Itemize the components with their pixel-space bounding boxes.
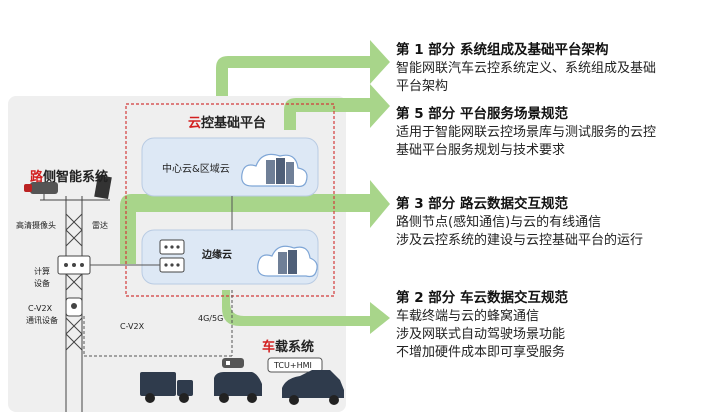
part-2-line-3: 不增加硬件成本即可享受服务 <box>396 345 566 360</box>
part-3-line-1: 路侧节点(感知通信)与云的有线通信 <box>396 215 602 230</box>
part-3-title: 第 3 部分 路云数据交互规范 <box>396 196 568 212</box>
van-icon <box>214 372 262 403</box>
platform-title-rest: 控基础平台 <box>201 116 267 131</box>
part-5-title: 第 5 部分 平台服务场景规范 <box>396 106 568 122</box>
tcu-icon <box>222 358 244 368</box>
compute-label-1: 计算 <box>34 267 50 276</box>
tcu-label-box <box>267 357 323 373</box>
compute-label-2: 设备 <box>34 279 50 288</box>
part-3-block: 第 3 部分 路云数据交互规范 路侧节点(感知通信)与云的有线通信 涉及云控系统… <box>396 192 643 250</box>
part-2-title: 第 2 部分 车云数据交互规范 <box>396 290 568 306</box>
part-1-line-1: 智能网联汽车云控系统定义、系统组成及基础 <box>396 61 657 76</box>
part-2-block: 第 2 部分 车云数据交互规范 车载终端与云的蜂窝通信 涉及网联式自动驾驶场景功… <box>396 286 568 362</box>
part-2-line-1: 车载终端与云的蜂窝通信 <box>396 309 540 324</box>
roadside-title-rest: 侧智能系统 <box>43 170 109 185</box>
tcu-label: TCU+HMI <box>274 361 312 370</box>
part-5-block: 第 5 部分 平台服务场景规范 适用于智能网联云控场景库与测试服务的云控 基础平… <box>396 102 656 160</box>
part-2-line-2: 涉及网联式自动驾驶场景功能 <box>396 327 566 342</box>
camera-icon <box>24 182 58 200</box>
arrow-part-5 <box>284 84 390 130</box>
edge-device-icon <box>159 239 185 273</box>
link-4g5g-label: 4G/5G <box>198 314 224 323</box>
arrow-part-3 <box>120 180 390 264</box>
platform-title-prefix: 云 <box>188 116 202 131</box>
cv2x-device-icon <box>65 297 83 317</box>
edge-cloud-icon <box>257 245 318 278</box>
radar-label: 雷达 <box>92 221 108 230</box>
roadside-title: 路侧智能系统 <box>30 166 108 185</box>
part-3-line-2: 涉及云控系统的建设与云控基础平台的运行 <box>396 233 644 248</box>
cv2x-link-label: C-V2X <box>120 322 145 331</box>
green-arrows <box>120 40 390 334</box>
radar-icon <box>94 174 112 200</box>
truck-icon <box>140 372 193 403</box>
camera-label: 高清摄像头 <box>16 221 56 230</box>
edge-cloud-label: 边缘云 <box>202 250 232 261</box>
car-icon <box>282 370 344 405</box>
part-5-line-2: 基础平台服务规划与技术要求 <box>396 143 566 158</box>
part-5-line-1: 适用于智能网联云控场景库与测试服务的云控 <box>396 125 657 140</box>
central-cloud-label: 中心云&区域云 <box>162 164 230 175</box>
central-cloud-icon <box>241 153 308 188</box>
comm-label-2: 通讯设备 <box>26 316 58 325</box>
cv2x-link <box>83 316 232 357</box>
part-1-line-2: 平台架构 <box>396 79 449 94</box>
arrow-part-2 <box>222 290 390 334</box>
platform-title: 云控基础平台 <box>188 112 266 131</box>
part-1-block: 第 1 部分 系统组成及基础平台架构 智能网联汽车云控系统定义、系统组成及基础 … <box>396 38 656 96</box>
compute-device-icon <box>57 255 160 275</box>
part-1-title: 第 1 部分 系统组成及基础平台架构 <box>396 42 609 58</box>
arrow-part-1 <box>216 40 390 96</box>
vehicle-title-rest: 载系统 <box>275 340 315 355</box>
vehicle-title-prefix: 车 <box>262 340 276 355</box>
comm-label-1: C-V2X <box>28 304 53 313</box>
roadside-title-prefix: 路 <box>30 170 44 185</box>
vehicle-title: 车载系统 <box>262 336 314 355</box>
